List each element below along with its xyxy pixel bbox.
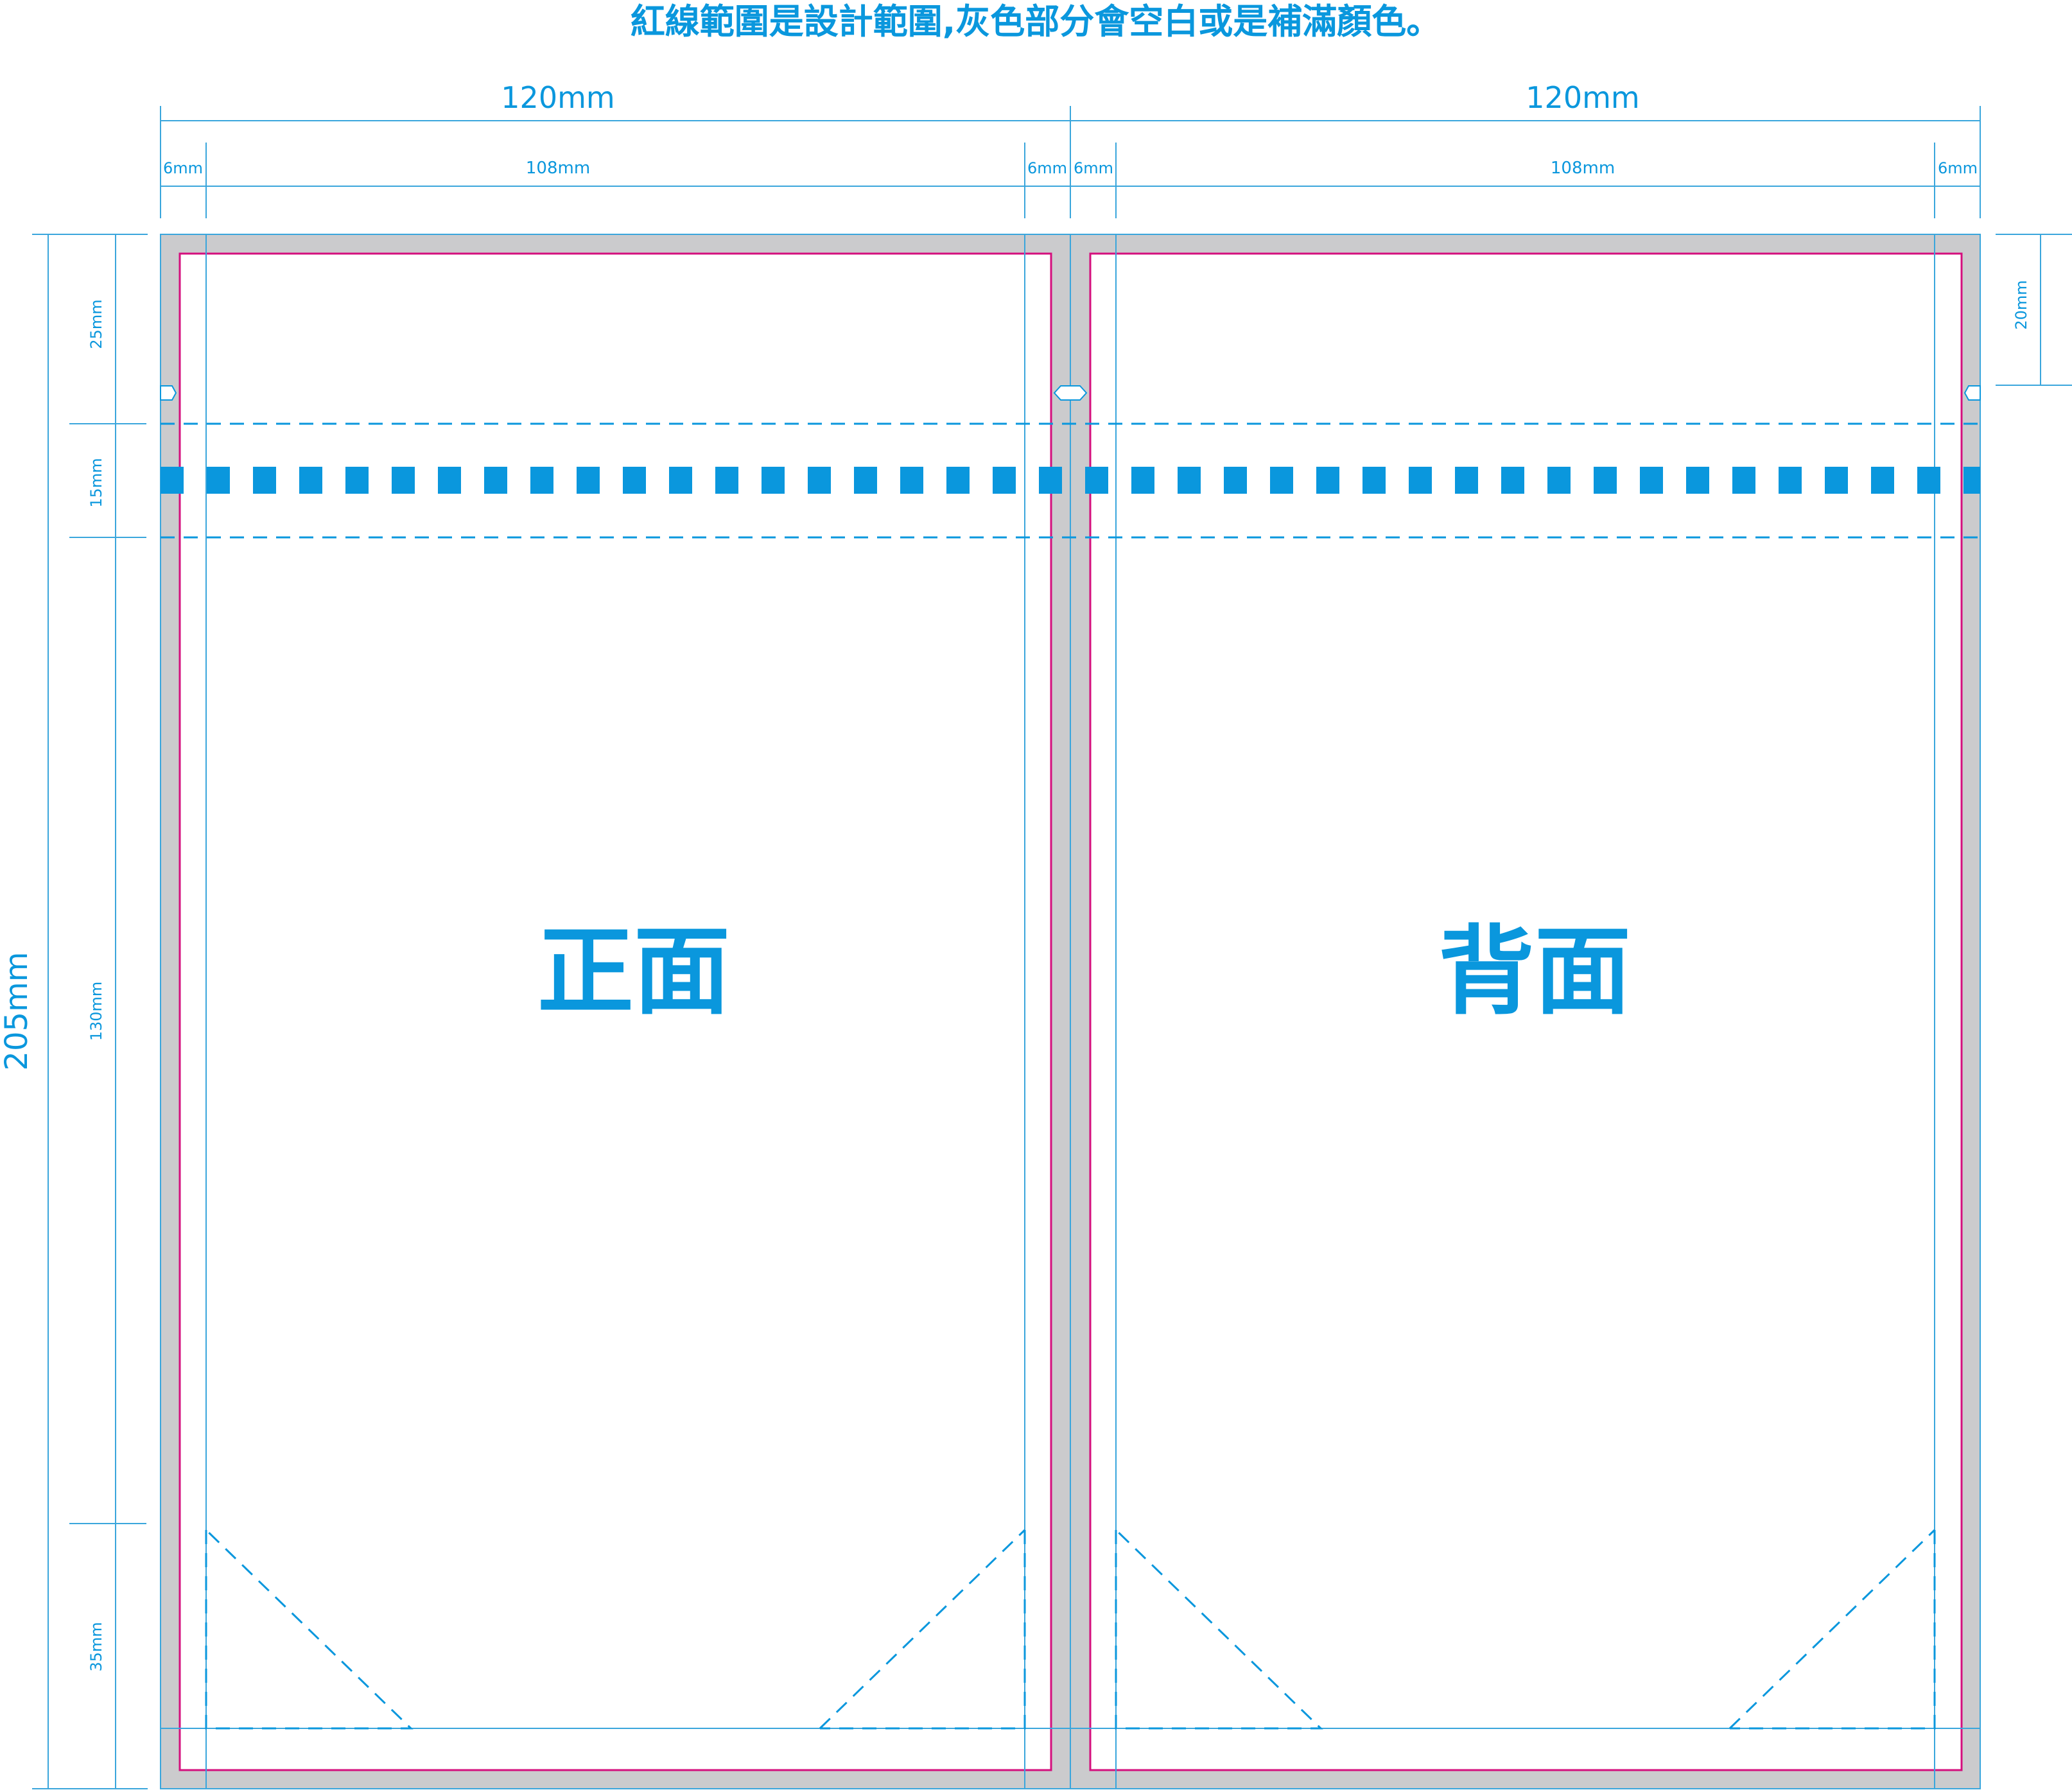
left-dimensions — [32, 234, 148, 1789]
header-note: 紅線範圍是設計範圍,灰色部分會空白或是補滿顏色。 — [631, 1, 1441, 42]
front-trim-area — [178, 252, 1052, 1771]
top-dimensions — [160, 106, 1981, 218]
zipper-segment-label: 15mm — [87, 458, 105, 507]
back-panel-label: 背面 — [1438, 916, 1631, 1028]
margin-label-back-right: 6mm — [1938, 159, 1978, 177]
panel-width-label-front: 120mm — [501, 80, 614, 115]
hang-hole-right — [1963, 385, 1981, 401]
hang-hole-center — [1053, 385, 1088, 401]
top-segment-label: 25mm — [87, 299, 105, 349]
gusset-corner-folds — [205, 1529, 1936, 1730]
front-panel-label: 正面 — [537, 916, 730, 1028]
hang-hole-left — [160, 385, 177, 401]
margin-label-front-right: 6mm — [1027, 159, 1067, 177]
back-trim-area — [1089, 252, 1963, 1771]
margin-label-front-left: 6mm — [163, 159, 203, 177]
right-dimension — [1996, 234, 2072, 386]
bottom-segment-label: 35mm — [87, 1622, 105, 1671]
total-height-label: 205mm — [0, 951, 35, 1070]
hang-hole-offset-label: 20mm — [2012, 280, 2030, 329]
margin-label-back-left: 6mm — [1074, 159, 1113, 177]
body-segment-label: 130mm — [87, 982, 105, 1041]
inner-width-label-back: 108mm — [1551, 159, 1615, 178]
inner-width-label-front: 108mm — [526, 159, 590, 178]
panel-width-label-back: 120mm — [1526, 80, 1639, 115]
